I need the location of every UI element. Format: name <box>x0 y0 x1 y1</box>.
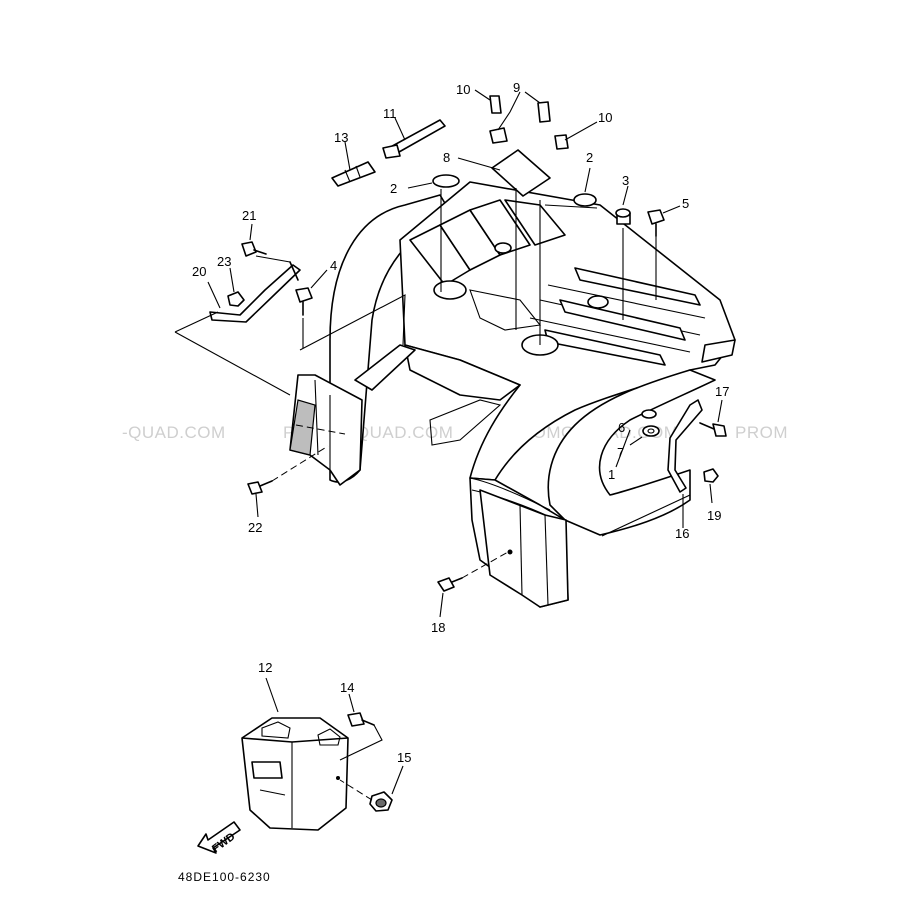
left-mud-flap <box>289 374 363 486</box>
callout-1: 1 <box>608 467 615 482</box>
part-8-mat <box>491 149 551 197</box>
callout-18: 18 <box>431 620 445 635</box>
part-2-cap-left <box>432 174 460 188</box>
callout-10-top: 10 <box>456 82 470 97</box>
watermark-text-4: PROM <box>735 423 788 442</box>
part-9-pads <box>489 95 569 150</box>
part-15-nut <box>369 791 393 812</box>
callout-9: 9 <box>513 80 520 95</box>
right-mud-flap <box>479 489 569 608</box>
part-7-collar <box>642 425 660 437</box>
callout-5: 5 <box>682 196 689 211</box>
fwd-arrow-icon: FWD <box>197 821 241 855</box>
part-21-bolt <box>241 241 267 257</box>
callout-11: 11 <box>383 106 397 121</box>
callout-15: 15 <box>397 750 411 765</box>
callout-10-right: 10 <box>598 110 612 125</box>
assembly-lines <box>174 188 691 801</box>
callout-23: 23 <box>217 254 231 269</box>
callout-16: 16 <box>675 526 689 541</box>
part-14-bolt <box>347 712 375 727</box>
part-16-stay <box>667 399 703 493</box>
callout-19: 19 <box>707 508 721 523</box>
part-4-bolt <box>295 287 313 316</box>
callout-20: 20 <box>192 264 206 279</box>
part-23-nut <box>227 291 245 307</box>
part-19-nut <box>703 468 719 483</box>
part-6-washer <box>641 409 657 419</box>
callout-4: 4 <box>330 258 337 273</box>
watermark-text-1: -QUAD.COM <box>122 423 226 442</box>
callout-17: 17 <box>715 384 729 399</box>
callout-8: 8 <box>443 150 450 165</box>
part-20-stay <box>209 261 301 323</box>
callout-14: 14 <box>340 680 354 695</box>
part-18-screw <box>437 577 463 592</box>
part-3-grommet <box>615 208 631 225</box>
part-13-clip <box>331 161 376 187</box>
part-17-bolt <box>699 422 727 437</box>
part-2-cap-right <box>573 193 597 207</box>
callout-7: 7 <box>617 445 624 460</box>
callout-21: 21 <box>242 208 256 223</box>
callout-6: 6 <box>618 420 625 435</box>
callout-3: 3 <box>622 173 629 188</box>
part-11-strap <box>382 119 446 159</box>
diagram-code: 48DE100-6230 <box>178 870 271 884</box>
callout-12: 12 <box>258 660 272 675</box>
callout-2-right: 2 <box>586 150 593 165</box>
callout-labels: 10 9 10 11 13 8 2 2 3 5 21 4 23 20 17 6 … <box>192 80 729 765</box>
callout-22: 22 <box>248 520 262 535</box>
callout-leaders <box>207 89 723 795</box>
part-22-screw <box>247 480 273 495</box>
part-12-box <box>241 717 349 831</box>
callout-13: 13 <box>334 130 348 145</box>
part-5-bolt <box>647 209 665 237</box>
callout-2-left: 2 <box>390 181 397 196</box>
